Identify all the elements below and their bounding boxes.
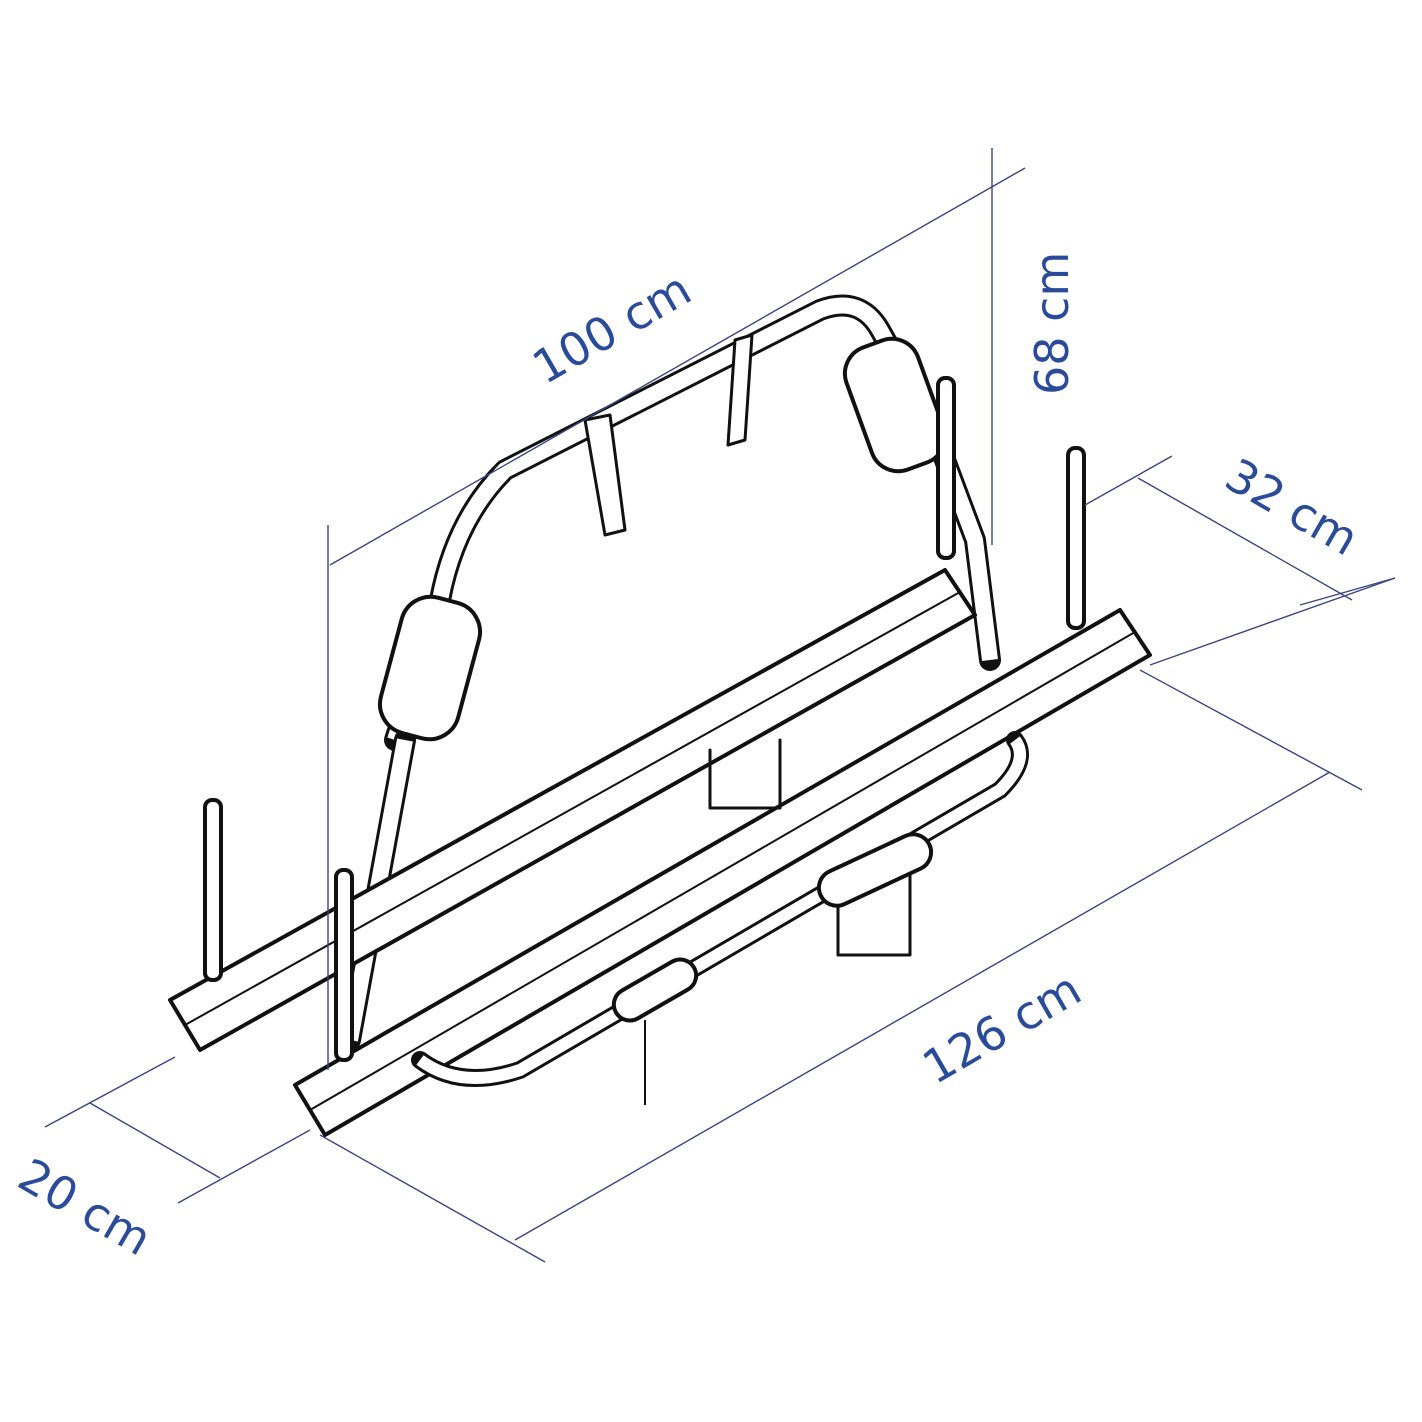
dimension-label-20cm: 20 cm (10, 1148, 161, 1266)
rail-front (293, 608, 1152, 1137)
dimension-lines (44, 148, 1396, 1263)
wheel-posts (203, 376, 1086, 1062)
clamp-rear (611, 957, 699, 1023)
clamp-front (816, 832, 934, 908)
dimension-label-68cm: 68 cm (1025, 252, 1079, 395)
dimension-label-32cm: 32 cm (1217, 448, 1368, 566)
frame-pad-right (842, 336, 948, 474)
frame-pad-left (377, 594, 483, 742)
strap-left (583, 413, 627, 537)
rail-rear (168, 568, 977, 1052)
bike-rack-drawing (168, 294, 1152, 1137)
strap-right (726, 333, 754, 447)
dimension-label-126cm: 126 cm (914, 961, 1090, 1094)
wheel-holder-front (836, 863, 912, 957)
wheel-holder-mid (708, 738, 782, 810)
